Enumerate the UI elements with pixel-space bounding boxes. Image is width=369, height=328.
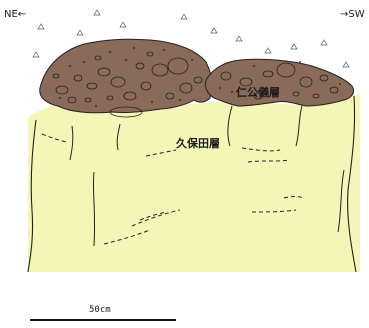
lower-layer bbox=[28, 94, 360, 272]
gravel-dots bbox=[59, 47, 341, 107]
layer-label-kubota: 久保田層 bbox=[176, 137, 220, 150]
scale-label: 50cm bbox=[89, 305, 111, 315]
direction-label-sw: →SW bbox=[340, 9, 365, 20]
fracture-lines bbox=[69, 105, 345, 247]
clasts-left bbox=[52, 51, 203, 118]
bedding-lines bbox=[41, 133, 305, 245]
layer-label-nikogi: 仁公儀層 bbox=[236, 86, 280, 99]
left-boundary-line bbox=[27, 119, 37, 273]
right-boundary-line bbox=[347, 95, 357, 273]
clasts-right bbox=[220, 62, 339, 100]
upper-layer-left-mound bbox=[39, 38, 213, 114]
surface-triangle-markers bbox=[32, 9, 350, 68]
direction-label-ne: NE← bbox=[4, 9, 27, 20]
